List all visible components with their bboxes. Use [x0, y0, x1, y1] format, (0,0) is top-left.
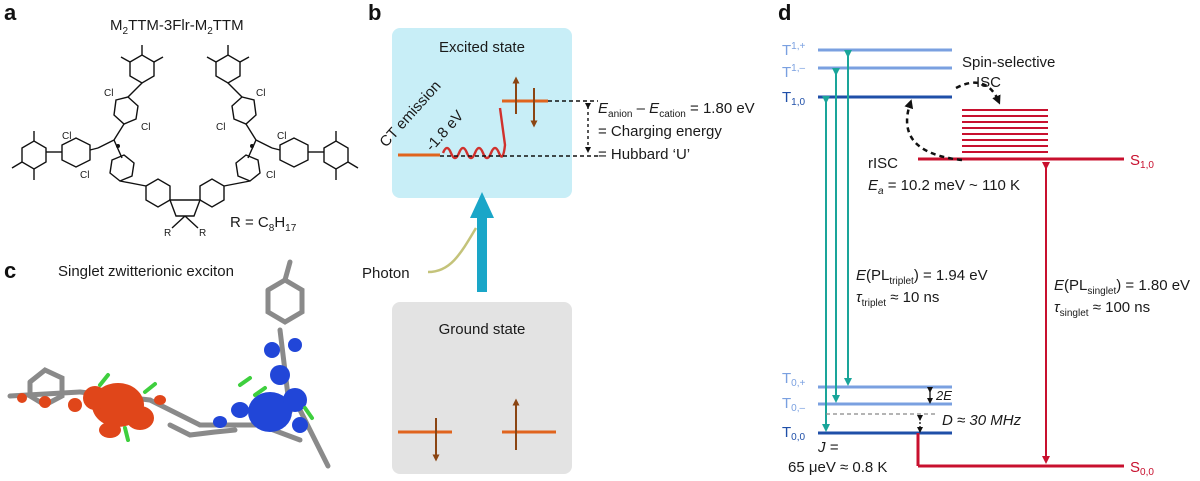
tau-singlet-label: τsinglet ≈ 100 ns — [1054, 299, 1150, 319]
spin-selective-label: Spin-selective — [962, 54, 1055, 71]
panel-d: d T1,+ T1,– T1,0 T0,+ T0,– — [778, 0, 1190, 478]
d-split-label: D ≈ 30 MHz — [942, 412, 1022, 429]
singlet-manifold — [962, 109, 1048, 153]
hubbard-label: = Hubbard ‘U’ — [598, 146, 690, 163]
excited-state-label: Excited state — [439, 39, 525, 56]
atom-cl: Cl — [80, 170, 89, 181]
photon-path — [427, 227, 478, 274]
molecule-title: M2TTM-3Flr-M2TTM — [110, 17, 244, 37]
label-t0-plus: T0,+ — [782, 370, 806, 389]
panel-b-label: b — [368, 0, 381, 25]
risc-label: rISC — [868, 155, 898, 172]
panel-c: c Singlet zwitterionic exciton — [4, 258, 331, 469]
atom-r: R — [164, 228, 171, 239]
atom-cl: Cl — [256, 88, 265, 99]
electron-density — [213, 338, 308, 433]
atom-cl: Cl — [141, 122, 150, 133]
pl-singlet-label: E(PLsinglet) = 1.80 eV — [1054, 277, 1190, 297]
radical-dot — [116, 144, 120, 148]
atom-cl: Cl — [266, 170, 275, 181]
atom-cl: Cl — [104, 88, 113, 99]
panel-d-label: d — [778, 0, 791, 25]
panel-c-label: c — [4, 258, 16, 283]
two-e-label: 2E — [935, 388, 952, 403]
excitation-arrowhead — [470, 192, 494, 218]
atom-cl: Cl — [62, 131, 71, 142]
panel-b: b Excited state Ground state CT emission… — [362, 0, 755, 474]
molecule-atoms: Cl Cl Cl Cl Cl Cl Cl Cl R R — [62, 88, 286, 239]
energy-diff-label: Eanion – Ecation = 1.80 eV — [598, 100, 755, 120]
ground-state-label: Ground state — [439, 321, 526, 338]
pl-triplet-label: E(PLtriplet) = 1.94 eV — [856, 267, 988, 287]
exciton-title: Singlet zwitterionic exciton — [58, 263, 234, 280]
photon-label: Photon — [362, 265, 410, 282]
activation-energy-label: Ea = 10.2 meV ~ 110 K — [868, 177, 1020, 197]
isc-label: ISC — [976, 74, 1001, 91]
triplet-transitions — [822, 50, 852, 432]
label-t1-zero: T1,0 — [782, 89, 806, 108]
risc-arrow — [904, 99, 963, 162]
charging-energy-label: = Charging energy — [598, 123, 722, 140]
label-t0-minus: T0,– — [782, 395, 806, 414]
panel-a-label: a — [4, 0, 17, 25]
label-s1-zero: S1,0 — [1130, 152, 1154, 171]
molecule-structure — [11, 45, 359, 229]
molecule-render — [7, 259, 331, 469]
tau-triplet-label: τtriplet ≈ 10 ns — [856, 289, 939, 309]
isc-arrow — [955, 81, 1001, 105]
r-definition: R = C8H17 — [230, 214, 297, 234]
label-t1-plus: T1,+ — [782, 41, 806, 59]
j-label: J = — [817, 439, 839, 456]
radical-dot — [250, 144, 254, 148]
label-s0-zero: S0,0 — [1130, 459, 1154, 478]
atom-cl: Cl — [277, 131, 286, 142]
panel-a: a M2TTM-3Flr-M2TTM — [4, 0, 359, 239]
label-t0-zero: T0,0 — [782, 424, 806, 443]
label-t1-minus: T1,– — [782, 63, 806, 81]
j-value: 65 μeV ≈ 0.8 K — [788, 459, 887, 476]
cl-atoms — [98, 373, 314, 442]
atom-cl: Cl — [216, 122, 225, 133]
atom-r: R — [199, 228, 206, 239]
hole-density — [17, 383, 166, 438]
ct-emission-wave — [441, 107, 507, 160]
